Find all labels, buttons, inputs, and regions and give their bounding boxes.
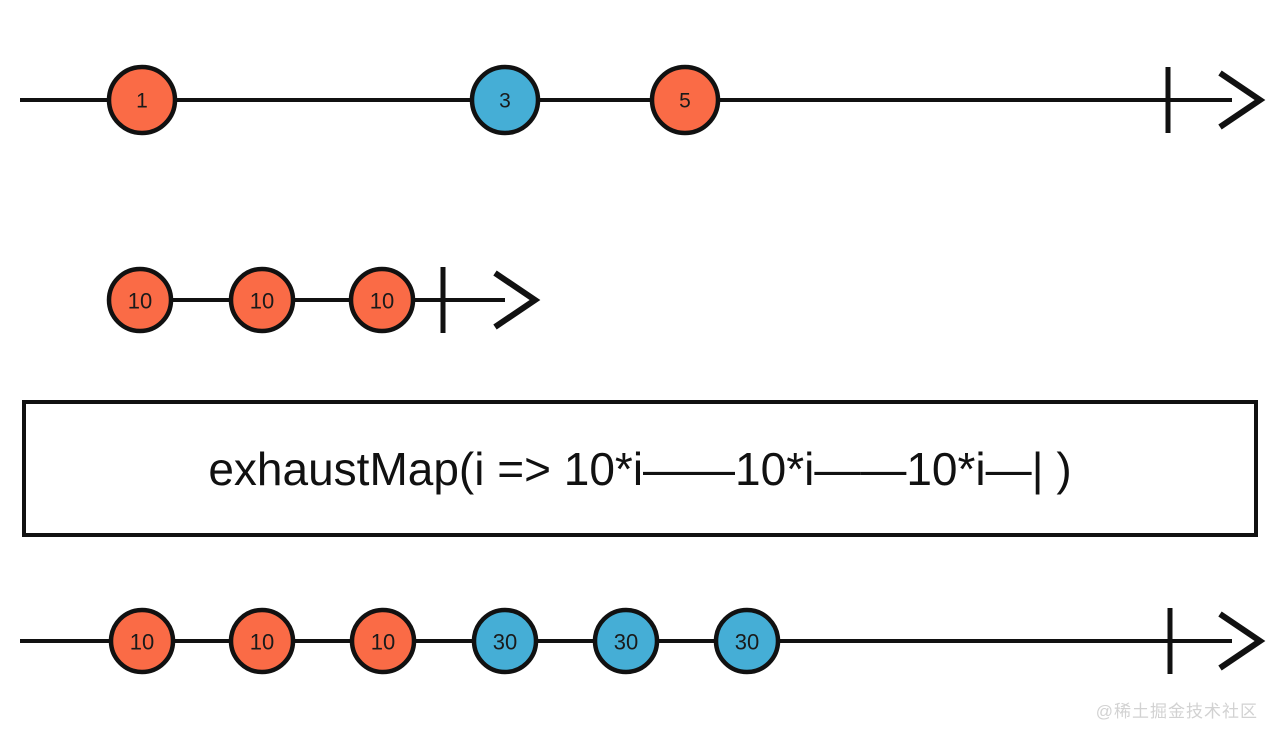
marble[interactable]: 10: [108, 607, 176, 675]
marble[interactable]: 10: [348, 266, 416, 334]
marble-label: 5: [679, 90, 691, 113]
marble[interactable]: 30: [713, 607, 781, 675]
marble-circle[interactable]: [713, 607, 781, 675]
marble[interactable]: 10: [349, 607, 417, 675]
marble-label: 10: [371, 630, 395, 655]
marble-circle[interactable]: [349, 607, 417, 675]
marble[interactable]: 30: [592, 607, 660, 675]
operator-expression: exhaustMap(i => 10*i——10*i——10*i—| ): [208, 442, 1072, 495]
marble[interactable]: 5: [649, 64, 721, 136]
marble-label: 10: [250, 630, 274, 655]
marble-label: 3: [499, 90, 511, 113]
marble-circle[interactable]: [106, 266, 174, 334]
marble-label: 10: [128, 289, 152, 314]
operator-box: exhaustMap(i => 10*i——10*i——10*i—| ): [22, 400, 1258, 537]
inner-timeline: 10 10 10: [106, 266, 541, 334]
marble-label: 30: [614, 630, 638, 655]
marble[interactable]: 10: [228, 266, 296, 334]
marble[interactable]: 10: [228, 607, 296, 675]
marble-circle[interactable]: [228, 607, 296, 675]
marble[interactable]: 10: [106, 266, 174, 334]
watermark-text: @稀土掘金技术社区: [1095, 702, 1258, 721]
marble-circle[interactable]: [106, 64, 178, 136]
marble-circle[interactable]: [649, 64, 721, 136]
source-timeline: 1 3 5: [20, 64, 1266, 136]
marble-label: 30: [493, 630, 517, 655]
marble[interactable]: 3: [469, 64, 541, 136]
marble-label: 10: [130, 630, 154, 655]
marble-circle[interactable]: [469, 64, 541, 136]
marble[interactable]: 30: [471, 607, 539, 675]
result-timeline-arrow-icon: [1218, 611, 1266, 671]
marble-label: 1: [136, 90, 148, 113]
result-timeline: 10 10 10 30 30 30: [20, 607, 1266, 675]
marble-label: 10: [250, 289, 274, 314]
marble-circle[interactable]: [471, 607, 539, 675]
timelines-group: 1 3 5 10 10 10 10 10 10 30 30 30: [20, 64, 1266, 675]
marble-circle[interactable]: [592, 607, 660, 675]
marble[interactable]: 1: [106, 64, 178, 136]
source-timeline-arrow-icon: [1218, 70, 1266, 130]
marble-circle[interactable]: [108, 607, 176, 675]
marble-label: 10: [370, 289, 394, 314]
marble-circle[interactable]: [228, 266, 296, 334]
marble-circle[interactable]: [348, 266, 416, 334]
inner-timeline-arrow-icon: [493, 270, 541, 330]
marble-label: 30: [735, 630, 759, 655]
